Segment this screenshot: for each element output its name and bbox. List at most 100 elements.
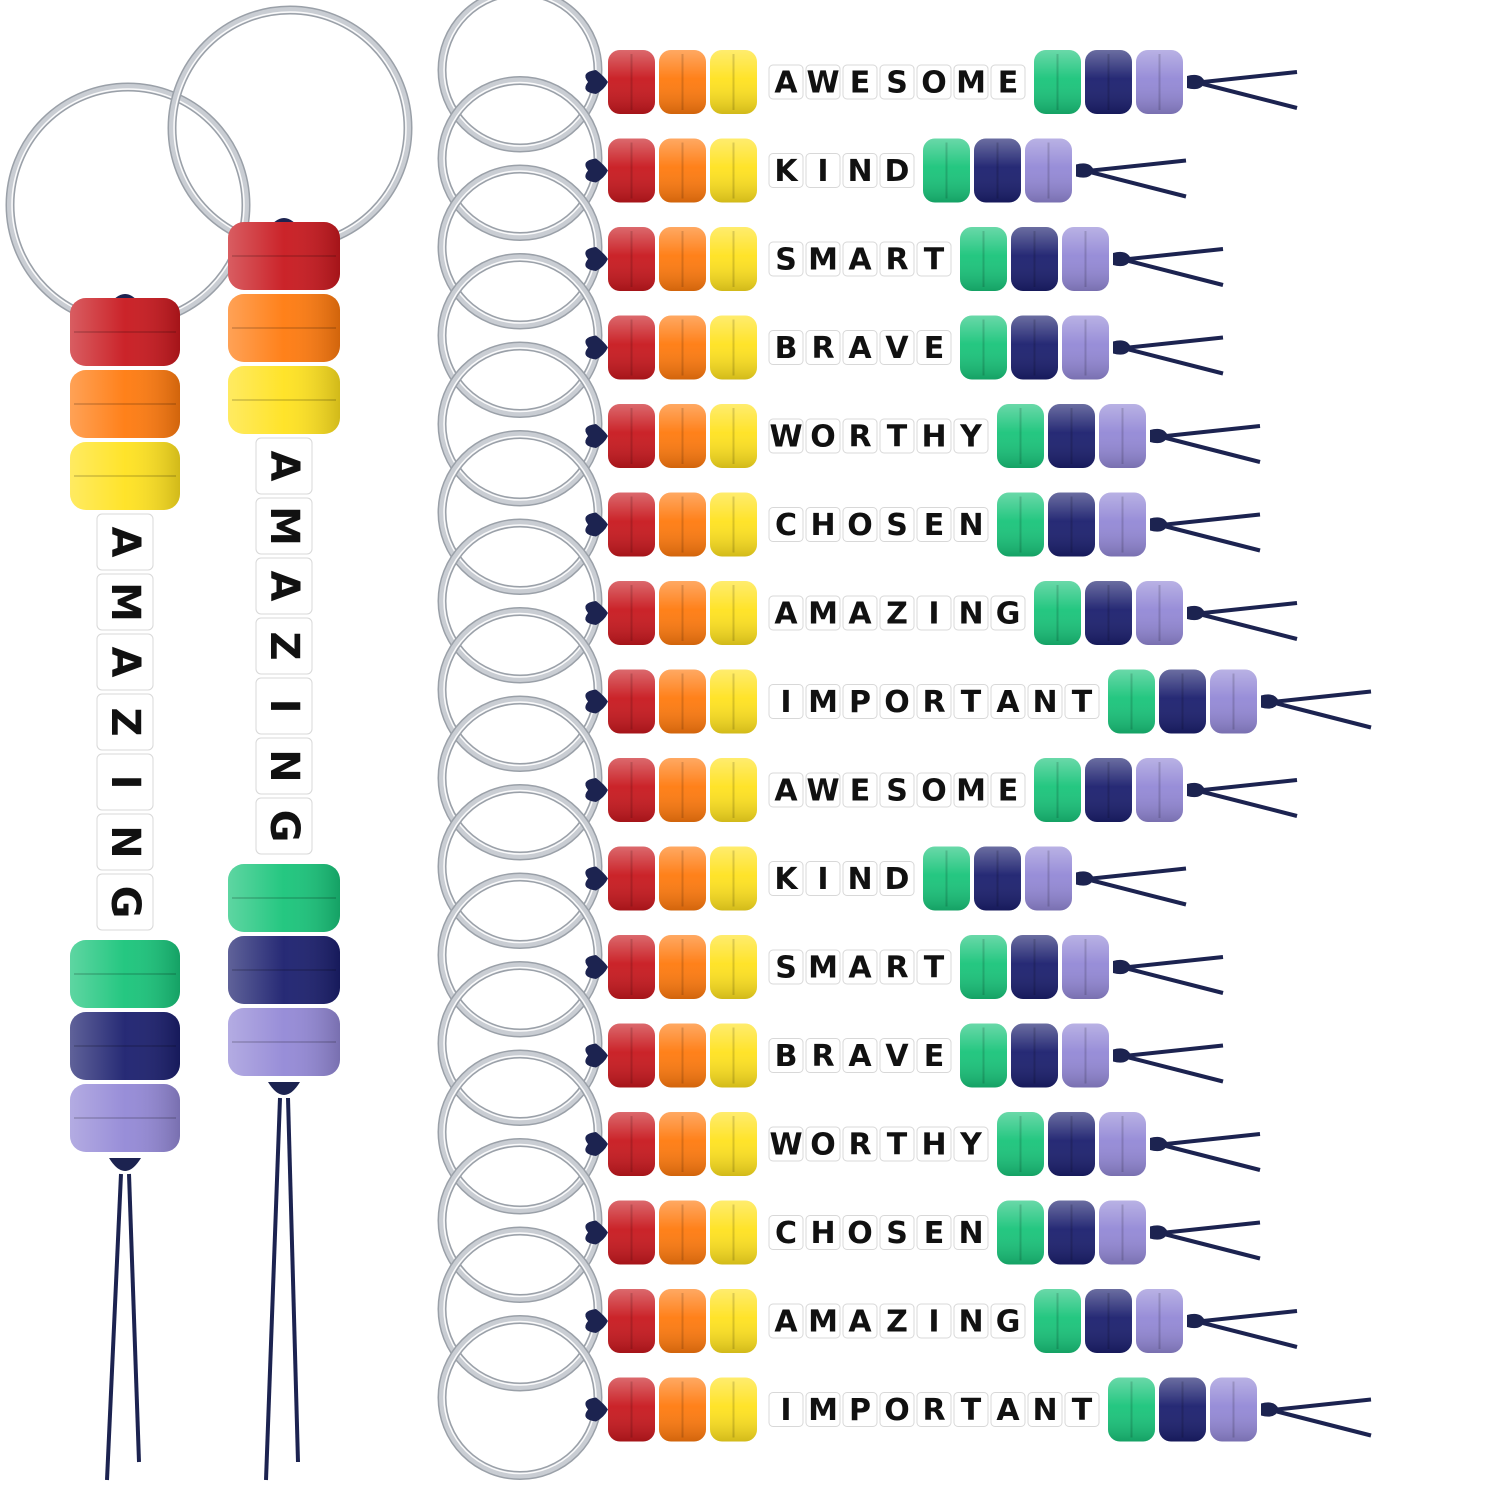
letter-text: N [958, 1216, 983, 1251]
letter-bead: A [842, 241, 878, 278]
letter-text: G [996, 597, 1021, 632]
letter-bead: A [842, 1303, 878, 1340]
split-ring-icon [437, 784, 603, 949]
letter-bead: C [768, 507, 804, 543]
letter-text: O [810, 420, 836, 455]
letter-bead: P [842, 684, 878, 720]
split-ring-icon [5, 82, 251, 328]
letter-text: A [848, 597, 872, 632]
purple-bead [1025, 846, 1072, 911]
letter-text: S [775, 951, 797, 986]
letter-bead: I [805, 153, 841, 189]
letter-text: O [921, 774, 947, 809]
purple-bead [1136, 758, 1183, 822]
green-bead [960, 227, 1007, 291]
cord-knot [1150, 428, 1168, 444]
letter-text: A [848, 243, 872, 278]
letter-bead: O [879, 1392, 915, 1428]
letter-text: B [775, 331, 798, 366]
letter-bead: N [842, 153, 878, 189]
letter-bead: E [916, 507, 952, 543]
cord-end [1165, 524, 1261, 553]
letter-text: O [810, 1128, 836, 1163]
yellow-bead [710, 1112, 757, 1176]
red-bead [608, 1200, 655, 1265]
cord-end [1202, 778, 1298, 792]
letter-text: V [885, 1039, 909, 1074]
letter-bead: A [842, 949, 878, 986]
orange-bead [228, 294, 340, 362]
letter-text: P [849, 685, 871, 720]
letter-text: A [996, 685, 1020, 720]
letter-text: E [998, 774, 1019, 809]
letter-text: Z [886, 1305, 908, 1340]
letter-bead: Z [879, 595, 915, 632]
cord-end [1276, 701, 1372, 730]
letter-text: H [810, 1216, 835, 1251]
letter-bead: O [805, 418, 841, 455]
letter-text: E [924, 331, 945, 366]
yellow-bead [228, 366, 340, 434]
letter-text: O [847, 508, 873, 543]
cord-end [1091, 158, 1187, 173]
cord-end [1202, 790, 1298, 818]
cord-end [1091, 170, 1187, 199]
cord-end [1202, 70, 1298, 84]
letter-text: N [1032, 1393, 1057, 1428]
letter-text: I [780, 1393, 791, 1428]
yellow-bead [710, 492, 757, 557]
split-ring-icon [167, 5, 413, 251]
cord-knot [1187, 1313, 1205, 1329]
letter-text: O [884, 685, 910, 720]
letter-bead: W [768, 418, 804, 455]
navy-bead [1048, 404, 1095, 468]
orange-bead [659, 227, 706, 291]
letter-text: N [1032, 685, 1057, 720]
letter-bead: N [953, 595, 989, 632]
yellow-bead [710, 138, 757, 203]
cord-end [286, 1097, 300, 1463]
cord-knot [1187, 74, 1205, 90]
split-ring-icon [437, 341, 603, 507]
cord-end [1128, 967, 1224, 995]
letter-text: N [847, 862, 872, 897]
letter-text: T [961, 685, 982, 720]
letter-text: C [775, 1216, 797, 1251]
letter-bead: T [879, 1126, 915, 1163]
orange-bead [659, 581, 706, 645]
green-bead [923, 846, 970, 911]
letter-bead: W [805, 64, 841, 101]
letter-text: R [811, 331, 834, 366]
letter-bead: O [916, 772, 952, 809]
green-bead [1034, 50, 1081, 114]
letter-text: I [261, 699, 307, 714]
red-bead [608, 50, 655, 114]
letter-text: K [774, 154, 799, 189]
letter-text: T [924, 951, 945, 986]
green-bead [960, 935, 1007, 999]
navy-bead [70, 1012, 180, 1080]
letter-text: M [102, 582, 148, 622]
green-bead [228, 864, 340, 932]
letter-text: M [956, 774, 986, 809]
navy-bead [1011, 935, 1058, 999]
letter-text: E [850, 66, 871, 101]
letter-text: I [817, 154, 828, 189]
letter-text: S [886, 508, 908, 543]
cord-knot [1150, 517, 1168, 532]
yellow-bead [710, 1200, 757, 1265]
letter-bead: V [879, 1038, 915, 1074]
cord-end [1091, 878, 1187, 907]
red-bead [608, 935, 655, 999]
letter-bead: M [953, 772, 989, 809]
navy-bead [1011, 227, 1058, 291]
letter-text: N [958, 597, 983, 632]
letter-bead: Z [96, 693, 154, 751]
letter-text: A [848, 951, 872, 986]
red-bead [608, 846, 655, 911]
yellow-bead [70, 442, 180, 510]
